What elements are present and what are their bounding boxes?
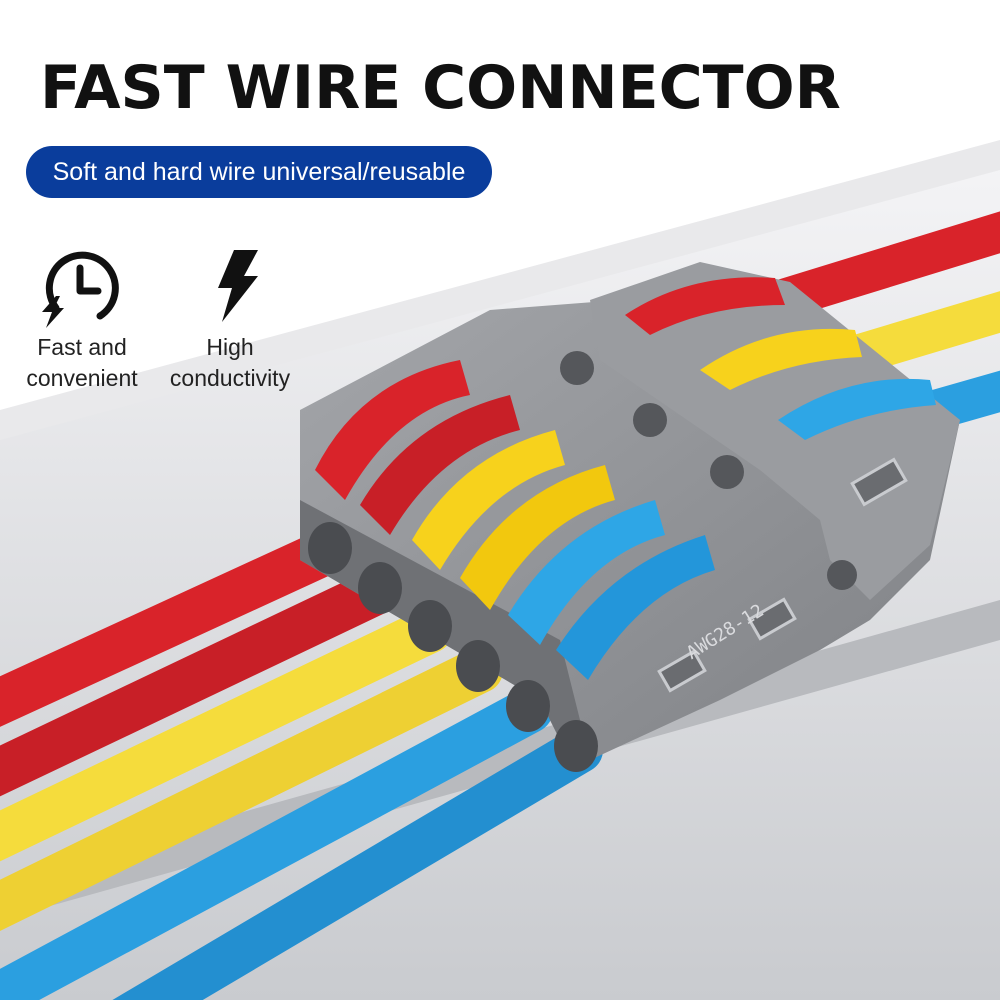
yellow-lever [412, 430, 565, 570]
clock-lightning-icon [42, 251, 119, 328]
yellow-lever [700, 328, 862, 390]
test-slots [657, 457, 908, 693]
page-title: FAST WIRE CONNECTOR [40, 53, 841, 123]
red-wire [0, 567, 403, 797]
red-wire [760, 211, 1000, 320]
red-lever [360, 395, 520, 535]
blue-lever [556, 535, 715, 680]
yellow-wire [0, 647, 503, 932]
blue-wire [112, 727, 603, 1000]
feature-fast-line2: convenient [26, 365, 138, 391]
lever-group-right [625, 277, 936, 440]
feature-conductivity-line1: High [206, 334, 254, 360]
feature-fast-line1: Fast and [37, 334, 127, 360]
feature-fast-label: Fast and convenient [14, 332, 150, 394]
red-lever [625, 277, 785, 335]
red-lever [315, 360, 470, 500]
rail-top-face [0, 140, 1000, 440]
red-wire [0, 527, 353, 727]
wire-bundle-left [0, 527, 603, 1000]
mounting-holes [560, 351, 857, 590]
feature-conductivity-label: High conductivity [160, 332, 300, 394]
lightning-bolt-icon [218, 250, 258, 322]
blue-wire [0, 687, 553, 1000]
blue-lever [778, 378, 936, 440]
blue-lever [508, 500, 665, 645]
subtitle-banner: Soft and hard wire universal/reusable [26, 146, 492, 198]
lever-group-left [315, 360, 715, 680]
yellow-wire [0, 607, 453, 862]
feature-conductivity-line2: conductivity [169, 365, 291, 391]
yellow-lever [460, 465, 615, 610]
wire-entry-holes [308, 522, 598, 772]
